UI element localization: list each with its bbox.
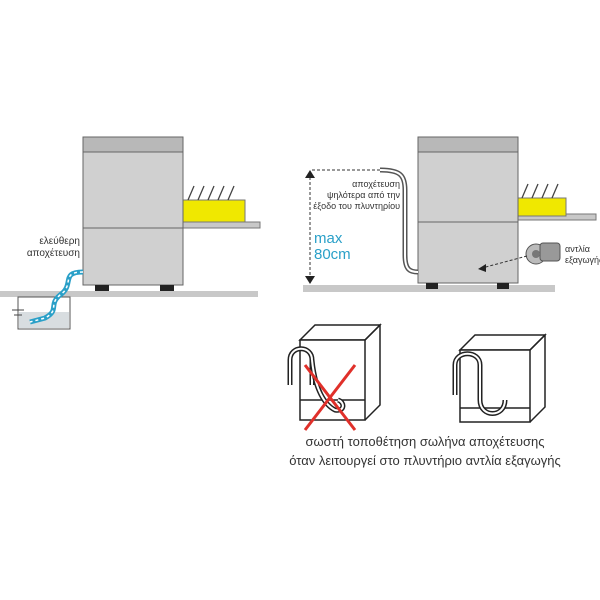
raised-drain-label-1: αποχέτευση: [352, 179, 400, 189]
caption-line-2: όταν λειτουργεί στο πλυντήριο αντλία εξα…: [289, 453, 560, 468]
dishwasher-body: [417, 136, 519, 284]
incorrect-hose-installation: [287, 323, 382, 431]
drain-pump-icon: [525, 242, 561, 265]
plates: [187, 185, 235, 201]
caption-line-1: σωστή τοποθέτηση σωλήνα αποχέτευσης: [305, 434, 544, 449]
free-drain-label-1: ελεύθερη: [39, 235, 80, 247]
free-drain-label-2: αποχέτευση: [27, 247, 80, 259]
left-scene: ελεύθερη αποχέτευση: [0, 136, 261, 330]
dish-rack: [182, 199, 246, 223]
floor: [0, 291, 258, 297]
raised-drain-label-2: ψηλότερα από την: [327, 190, 401, 200]
dish-rack: [517, 197, 567, 217]
wrong-cross-icon: [303, 364, 357, 431]
raised-drain-label-3: έξοδο του πλυντηρίου: [313, 201, 400, 211]
outlet-shelf: [182, 221, 261, 229]
correct-hose-installation: [452, 333, 547, 423]
max-label: max: [314, 230, 343, 247]
dishwasher-body: [82, 136, 184, 286]
height-label: 80cm: [314, 246, 351, 263]
right-scene: αποχέτευση ψηλότερα από την έξοδο του πλ…: [303, 136, 600, 292]
pump-label-2: εξαγωγής: [565, 255, 600, 265]
pump-label-1: αντλία: [565, 244, 590, 254]
